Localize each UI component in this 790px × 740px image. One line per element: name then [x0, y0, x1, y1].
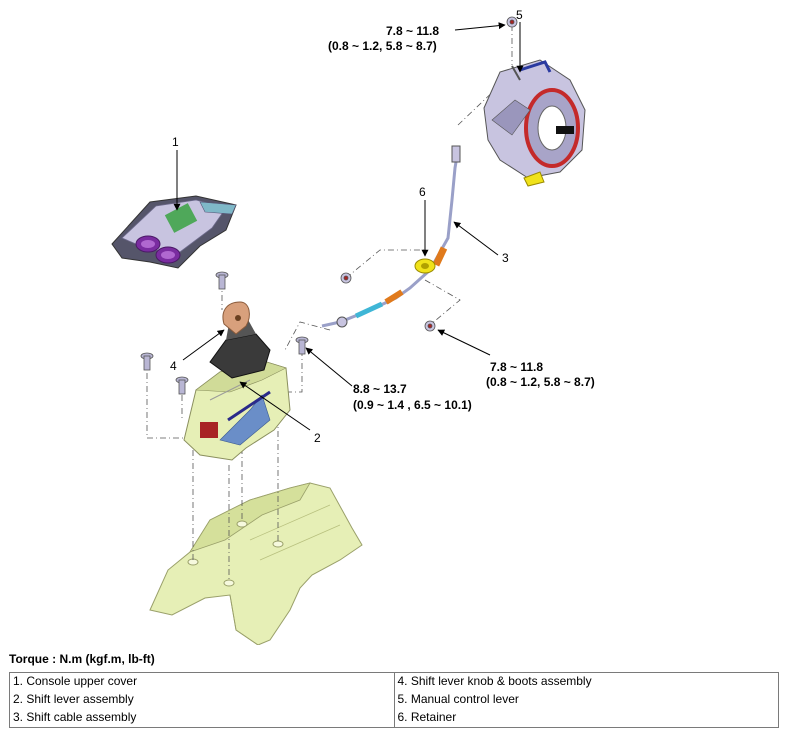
callout-6: 6 [419, 185, 426, 199]
callout-4: 4 [170, 359, 177, 373]
callout-5: 5 [516, 8, 523, 22]
shift-cable [321, 145, 461, 328]
bolt-left [140, 352, 154, 371]
nut-bracket-left [340, 272, 352, 284]
nut-top [506, 16, 518, 28]
legend-item: 5. Manual control lever [397, 692, 519, 706]
bolt-right [295, 336, 309, 355]
torque-lever-alt: (0.9 ~ 1.4 , 6.5 ~ 10.1) [353, 398, 472, 412]
transaxle-manual-control-lever [483, 59, 586, 187]
legend-left-column: 1. Console upper cover 2. Shift lever as… [9, 672, 395, 728]
legend-item: 2. Shift lever assembly [13, 692, 134, 706]
exploded-view-diagram: 1 2 3 4 5 6 7.8 ~ 11.8 (0.8 ~ 1.2, 5.8 ~… [111, 8, 595, 645]
legend-right-column: 4. Shift lever knob & boots assembly 5. … [393, 672, 779, 728]
torque-cable-alt: (0.8 ~ 1.2, 5.8 ~ 8.7) [486, 375, 595, 389]
torque-top-alt: (0.8 ~ 1.2, 5.8 ~ 8.7) [328, 39, 437, 53]
floor-panel [149, 482, 363, 645]
callout-leaders [173, 22, 524, 431]
shift-knob-boots [209, 301, 271, 379]
callout-2: 2 [314, 431, 321, 445]
legend-item: 4. Shift lever knob & boots assembly [397, 674, 592, 688]
parts-legend-table: 1. Console upper cover 2. Shift lever as… [9, 672, 779, 728]
torque-lever-nm: 8.8 ~ 13.7 [353, 382, 407, 396]
legend-item: 1. Console upper cover [13, 674, 138, 688]
bolt-top [215, 271, 229, 290]
torque-units-heading: Torque : N.m (kgf.m, lb-ft) [9, 652, 155, 666]
legend-item: 3. Shift cable assembly [13, 710, 137, 724]
console-upper-cover [111, 195, 237, 269]
torque-top-nm: 7.8 ~ 11.8 [386, 24, 439, 38]
callout-3: 3 [502, 251, 509, 265]
legend-item: 6. Retainer [397, 710, 457, 724]
torque-cable-nm: 7.8 ~ 11.8 [490, 360, 543, 374]
mounting-bolts [140, 271, 309, 395]
bolt-left-lower [175, 376, 189, 395]
nuts [340, 16, 518, 332]
callout-1: 1 [172, 135, 179, 149]
retainer [414, 258, 436, 274]
nut-cable [424, 320, 436, 332]
